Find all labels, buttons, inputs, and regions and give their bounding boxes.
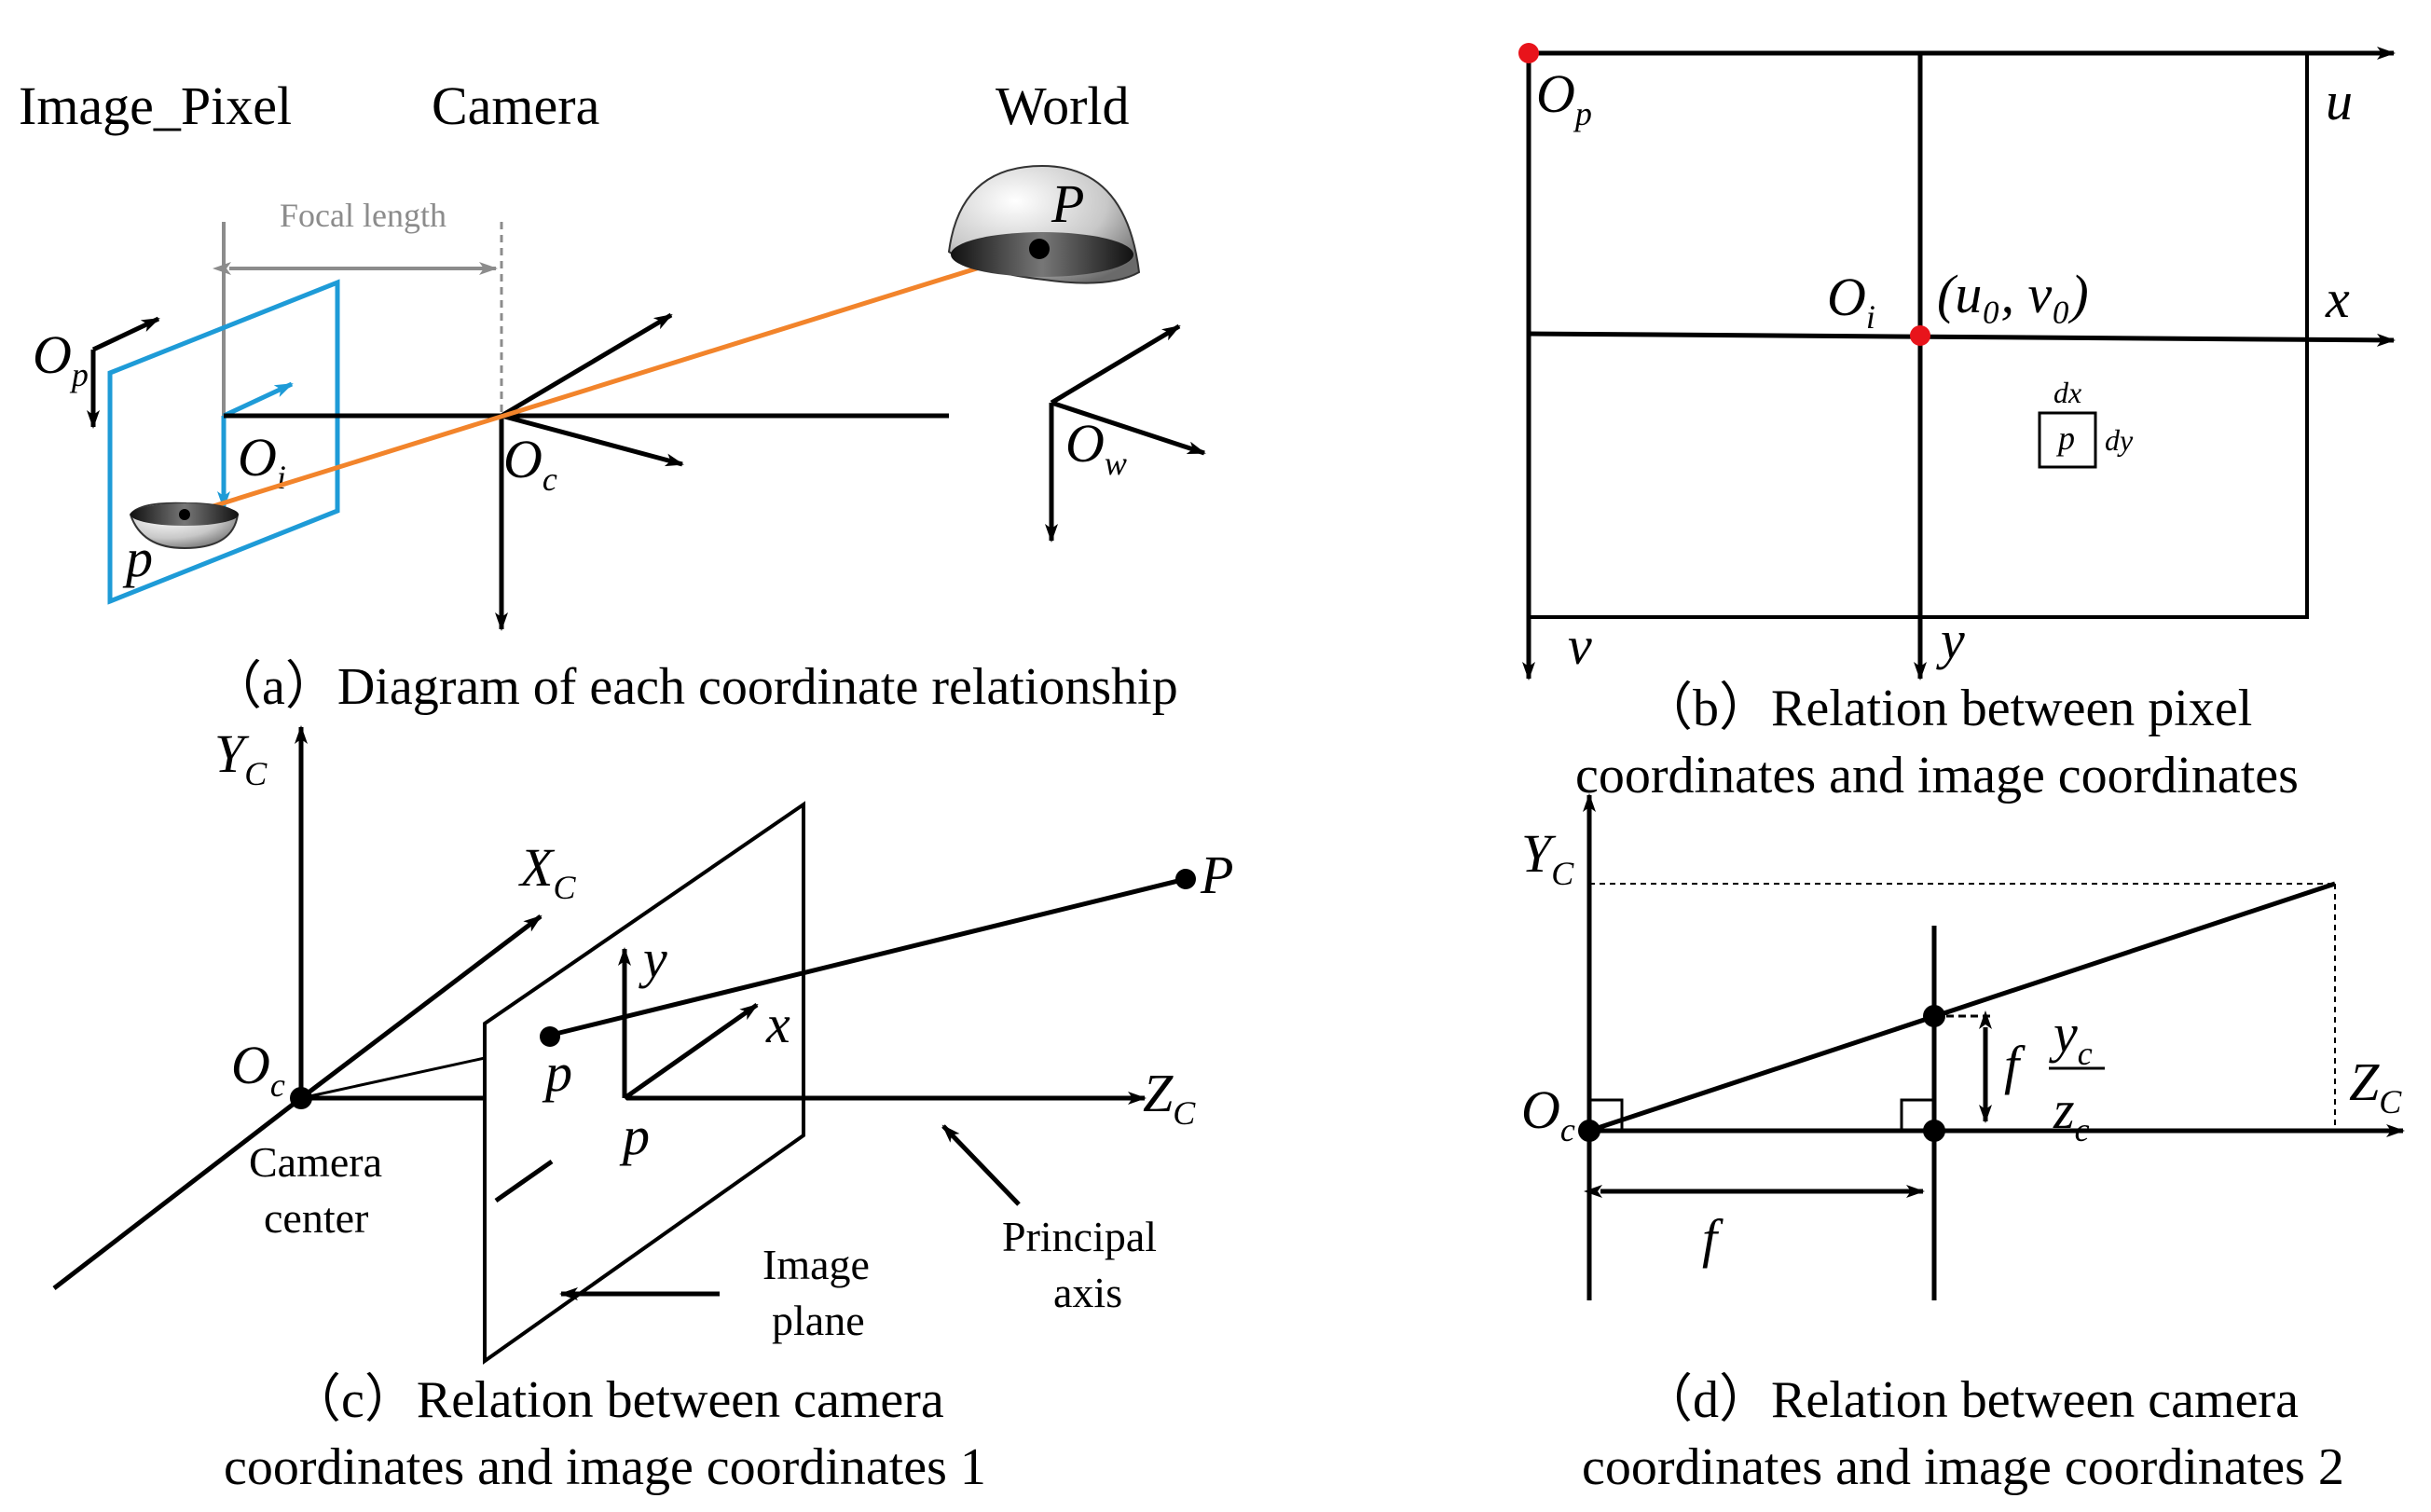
panel-c: YC XC ZC Oc P p y x p Camera center Imag… (52, 723, 1233, 1496)
caption-d-line2: coordinates and image coordinates 2 (1582, 1438, 2344, 1496)
image-x-label: x (765, 994, 790, 1054)
oc-z-axis (501, 413, 684, 467)
image-plane-label-1: Image (762, 1241, 870, 1288)
ow-z-axis (1051, 400, 1206, 456)
image-y-label: y (639, 928, 667, 989)
yc-label-d: YC (1521, 823, 1574, 892)
header-camera: Camera (432, 76, 599, 136)
image-plane (107, 279, 340, 605)
oc-label-c: Oc (231, 1035, 285, 1104)
v-label: v (1568, 615, 1592, 676)
xc-label: XC (518, 837, 576, 906)
op-label: Op (33, 324, 89, 393)
x-axis (1528, 331, 2396, 347)
panel-d: YC ZC Oc f f yc zc （d）Relation between c… (1521, 793, 2405, 1496)
ray-d (1588, 881, 2336, 1134)
p-label-c: p (542, 1042, 572, 1103)
principal-axis-label-1: Principal (1002, 1213, 1157, 1260)
projection-ray (185, 246, 1040, 517)
oc-label-d: Oc (1521, 1079, 1575, 1148)
right-angle-plane (1900, 1098, 1934, 1131)
camera-center-label-1: Camera (249, 1138, 382, 1186)
ray-p-to-P (551, 876, 1187, 1038)
yc-label: YC (214, 723, 268, 792)
plane-image-dot (1923, 1005, 1945, 1027)
oc-label: Oc (503, 429, 557, 498)
f-label-frac: f (2004, 1035, 2026, 1095)
dy-label: dy (2105, 423, 2134, 457)
world-object: P (947, 164, 1141, 284)
right-angle-oc (1589, 1098, 1624, 1131)
principal-axis-pointer (941, 1124, 1021, 1206)
principal-axis-label-2: axis (1053, 1269, 1122, 1316)
op-origin-dot (1518, 43, 1539, 63)
point-p-dot (540, 1026, 560, 1047)
op-label-b: Op (1536, 63, 1592, 132)
plane-axis-dot (1923, 1120, 1945, 1142)
dx-label: dx (2053, 376, 2081, 409)
oi-x-axis (222, 381, 294, 419)
point-P-label: P (1051, 173, 1084, 234)
camera-center-label-2: center (264, 1194, 368, 1242)
caption-b-line2: coordinates and image coordinates (1575, 747, 2299, 804)
plane-x-back (494, 1159, 554, 1203)
pixel-p-label: p (2055, 419, 2075, 457)
oi-label-b: Oi (1827, 267, 1875, 336)
header-image-pixel: Image_Pixel (19, 76, 292, 136)
image-object: p (122, 502, 240, 588)
y-label: y (1936, 610, 1965, 670)
focal-length-label: Focal length (280, 197, 446, 234)
oi-origin-dot (1910, 325, 1930, 346)
header-world: World (996, 76, 1130, 136)
oi-label: Oi (238, 427, 286, 496)
point-p-label: p (122, 528, 153, 588)
u-label: u (2326, 71, 2353, 131)
x-label: x (2325, 268, 2350, 329)
oc-dot-d (1578, 1120, 1600, 1142)
f-label-d: f (1702, 1208, 1724, 1269)
frac-denominator: zc (2053, 1079, 2090, 1148)
xc-axis (299, 914, 543, 1100)
caption-b-line1: （b）Relation between pixel (1641, 680, 2252, 737)
plane-p-label: p (619, 1106, 650, 1166)
zc-label-d: ZC (2349, 1052, 2402, 1120)
image-x-axis (623, 1002, 759, 1101)
camera-center-dot (290, 1087, 312, 1109)
pixel-cell (2038, 411, 2097, 469)
zc-label: ZC (1143, 1063, 1196, 1132)
ow-x-axis (1050, 323, 1181, 405)
u0v0-label: (u₀, v₀) (1937, 264, 2089, 324)
frac-numerator: yc (2049, 1003, 2093, 1072)
xc-back-axis (52, 1096, 303, 1290)
caption-a: （a）Diagram of each coordinate relationsh… (210, 658, 1178, 716)
image-plane-label-2: plane (772, 1297, 865, 1344)
panel-b: Op Oi (u₀, v₀) u x v y dx dy p （b）Relati… (1518, 43, 2396, 804)
op-u-axis (91, 316, 160, 352)
ow-label: Ow (1065, 413, 1127, 482)
panel-a: Image_Pixel Camera World Focal length Op… (19, 76, 1206, 716)
ray-to-plane (300, 1056, 486, 1100)
image-plane-c (483, 801, 805, 1365)
caption-d-line1: （d）Relation between camera (1641, 1371, 2299, 1429)
point-P-dot (1175, 869, 1196, 889)
P-label-c: P (1200, 845, 1233, 905)
caption-c-line2: coordinates and image coordinates 1 (224, 1438, 986, 1496)
oc-x-axis (500, 312, 673, 419)
caption-c-line1: （c）Relation between camera (289, 1371, 944, 1429)
